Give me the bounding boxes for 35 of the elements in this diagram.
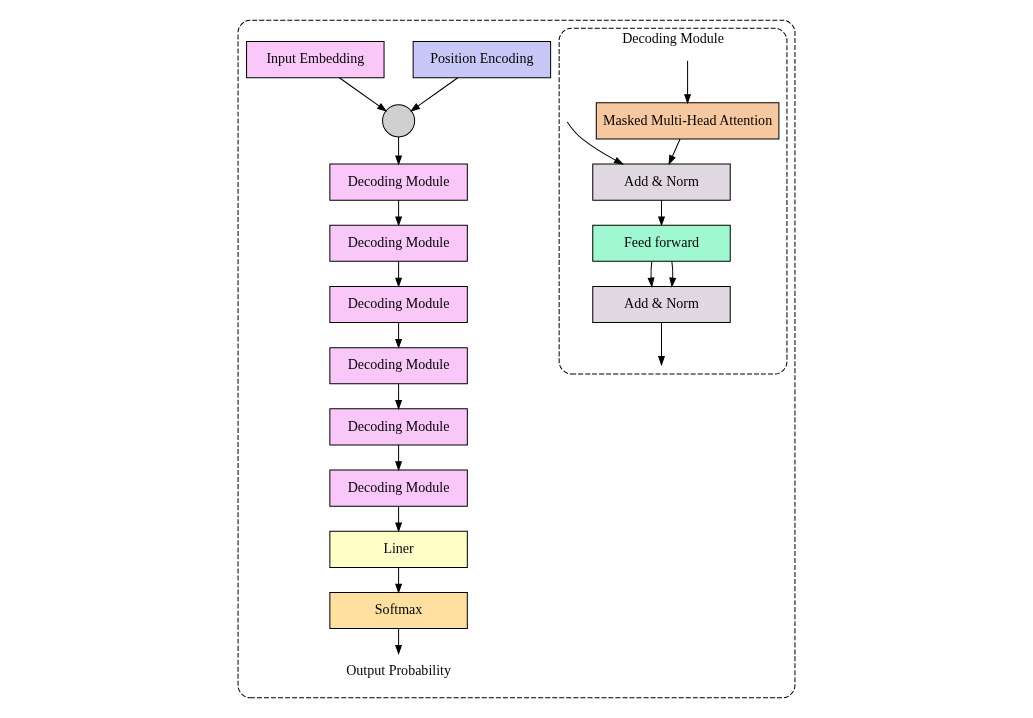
node-box: Add & Norm (592, 285, 731, 324)
arrow (338, 77, 387, 112)
arrow (395, 505, 402, 532)
node-box: Decoding Module (329, 347, 468, 385)
arrow (395, 136, 402, 165)
node-box: Masked Multi-Head Attention (595, 102, 780, 140)
arrow (395, 199, 402, 226)
node-box: Feed forward (592, 224, 731, 262)
node-box: Position Encoding (412, 41, 552, 79)
arrow (395, 322, 402, 348)
node-box: Decoding Module (329, 469, 468, 507)
arrow (395, 566, 402, 593)
arrow (658, 322, 665, 366)
node-box: Liner (329, 530, 468, 568)
node-box: Decoding Module (329, 408, 468, 446)
arrow (395, 444, 402, 471)
arrow (566, 121, 624, 165)
cluster (237, 19, 796, 699)
arrow (647, 260, 655, 287)
node-text: Output Probability (346, 662, 452, 679)
node-box: Softmax (329, 592, 468, 630)
arrow (669, 260, 676, 287)
arrow (395, 260, 402, 287)
arrow (668, 138, 681, 165)
arrow (658, 199, 665, 226)
node-box: Decoding Module (329, 163, 468, 201)
arrow (395, 383, 402, 410)
arrow (395, 628, 402, 654)
node-circle (382, 104, 416, 138)
node-box: Input Embedding (246, 41, 385, 79)
arrow (684, 60, 691, 104)
node-box: Decoding Module (329, 224, 468, 262)
node-box: Add & Norm (592, 163, 731, 201)
node-box: Decoding Module (329, 285, 468, 324)
arrow (410, 77, 459, 112)
